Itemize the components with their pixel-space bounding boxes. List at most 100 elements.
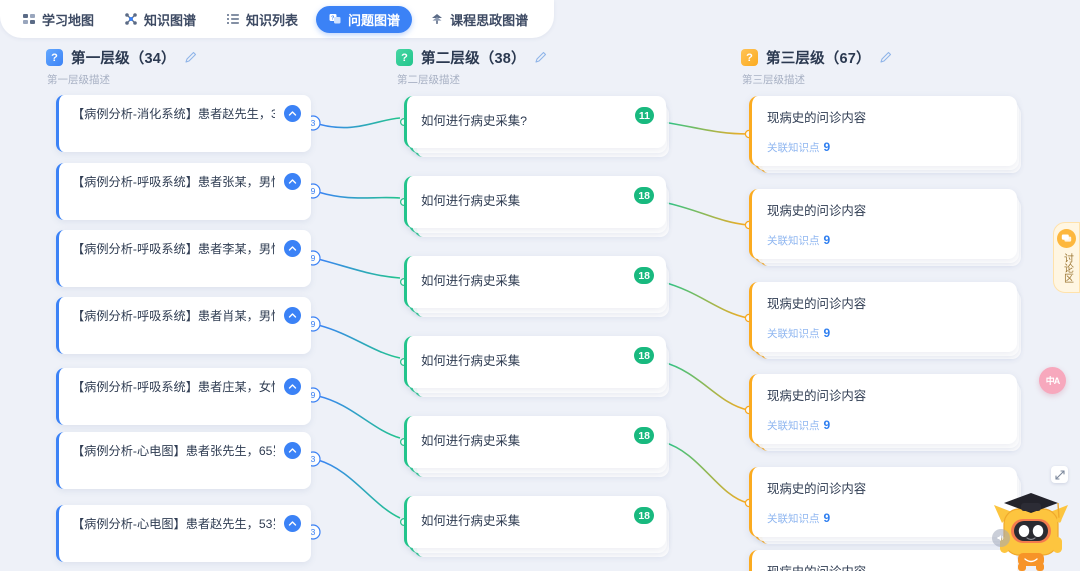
speaker-icon[interactable]	[992, 529, 1010, 547]
level2-node[interactable]: 如何进行病史采集 18	[404, 336, 669, 397]
case-card[interactable]: 【病例分析-消化系统】患者赵先生，39岁...	[56, 95, 311, 152]
collapse-chevron-up-icon[interactable]	[284, 105, 301, 122]
column-description: 第二层级描述	[397, 74, 460, 86]
level2-node[interactable]: 如何进行病史采集 18	[404, 496, 669, 557]
level1-node[interactable]: 【病例分析-呼吸系统】患者庄某，女性，...	[56, 368, 311, 425]
list-icon	[226, 12, 240, 26]
tab-learning-map[interactable]: 学习地图	[10, 6, 106, 33]
level1-node[interactable]: 【病例分析-呼吸系统】患者肖某，男性，...	[56, 297, 311, 354]
question-count-badge: 18	[634, 187, 654, 204]
level1-node[interactable]: 【病例分析-呼吸系统】患者李某，男性，...	[56, 230, 311, 287]
column-header-level3: ? 第三层级（67） 第三层级描述	[741, 47, 892, 87]
question-card[interactable]: 如何进行病史采集? 11	[404, 96, 666, 148]
question-card-stack[interactable]: 如何进行病史采集 18	[404, 176, 669, 237]
case-card[interactable]: 【病例分析-呼吸系统】患者庄某，女性，...	[56, 368, 311, 425]
edit-pencil-icon[interactable]	[534, 51, 547, 64]
translate-button[interactable]: 中A	[1039, 367, 1066, 394]
question-count-badge: 18	[634, 267, 654, 284]
edit-pencil-icon[interactable]	[879, 51, 892, 64]
question-marker-icon: ?	[46, 49, 63, 66]
kp-count: 9	[823, 233, 831, 247]
tab-knowledge-list[interactable]: 知识列表	[214, 6, 310, 33]
question-count-badge: 11	[634, 107, 654, 124]
edit-pencil-icon[interactable]	[184, 51, 197, 64]
tab-question-graph[interactable]: ? 问题图谱	[316, 5, 413, 33]
kp-count: 9	[823, 511, 831, 525]
question-count-badge: 18	[634, 347, 654, 364]
question-card[interactable]: 如何进行病史采集 18	[404, 496, 666, 548]
level2-node[interactable]: 如何进行病史采集? 11	[404, 96, 669, 157]
column-title: 第三层级（67）	[766, 51, 871, 67]
collapse-chevron-up-icon[interactable]	[284, 307, 301, 324]
tab-label: 问题图谱	[348, 12, 401, 28]
discussion-panel-tab[interactable]: 讨论区	[1053, 222, 1080, 293]
question-card-stack[interactable]: 如何进行病史采集? 11	[404, 96, 669, 157]
content-card-title: 现病史的问诊内容	[767, 111, 867, 125]
kp-label: 关联知识点	[767, 235, 820, 247]
level1-node[interactable]: 【病例分析-呼吸系统】患者张某，男性，...	[56, 163, 311, 220]
graduate-robot-mascot[interactable]	[988, 475, 1074, 571]
level1-node[interactable]: 【病例分析-消化系统】患者赵先生，39岁...	[56, 95, 311, 152]
expand-arrows-icon[interactable]	[1051, 466, 1068, 483]
case-card[interactable]: 【病例分析-呼吸系统】患者肖某，男性，...	[56, 297, 311, 354]
level1-node[interactable]: 【病例分析-心电图】患者赵先生，53岁，...	[56, 505, 311, 562]
case-card[interactable]: 【病例分析-心电图】患者赵先生，53岁，...	[56, 505, 311, 562]
tab-knowledge-graph[interactable]: 知识图谱	[112, 6, 208, 33]
node-graph-icon	[124, 12, 138, 26]
tab-ideology-graph[interactable]: 课程思政图谱	[418, 6, 540, 33]
kp-count: 9	[823, 418, 831, 432]
content-card-title: 现病史的问诊内容	[767, 389, 867, 403]
collapse-chevron-up-icon[interactable]	[284, 378, 301, 395]
level1-node[interactable]: 【病例分析-心电图】患者张先生，65岁，...	[56, 432, 311, 489]
question-card[interactable]: 如何进行病史采集 18	[404, 176, 666, 228]
content-card-title: 现病史的问诊内容	[767, 204, 867, 218]
level2-node[interactable]: 如何进行病史采集 18	[404, 256, 669, 317]
column-description: 第三层级描述	[742, 74, 805, 86]
case-card[interactable]: 【病例分析-呼吸系统】患者李某，男性，...	[56, 230, 311, 287]
case-card-title: 【病例分析-心电图】患者张先生，65岁，...	[72, 444, 275, 458]
kp-label: 关联知识点	[767, 328, 820, 340]
case-card-title: 【病例分析-呼吸系统】患者庄某，女性，...	[72, 380, 275, 394]
collapse-chevron-up-icon[interactable]	[284, 240, 301, 257]
question-card[interactable]: 如何进行病史采集 18	[404, 416, 666, 468]
collapse-chevron-up-icon[interactable]	[284, 173, 301, 190]
level2-node[interactable]: 如何进行病史采集 18	[404, 176, 669, 237]
collapse-chevron-up-icon[interactable]	[284, 515, 301, 532]
collapse-chevron-up-icon[interactable]	[284, 442, 301, 459]
question-card-stack[interactable]: 如何进行病史采集 18	[404, 336, 669, 397]
question-card-stack[interactable]: 如何进行病史采集 18	[404, 416, 669, 477]
case-card[interactable]: 【病例分析-心电图】患者张先生，65岁，...	[56, 432, 311, 489]
case-card[interactable]: 【病例分析-呼吸系统】患者张某，男性，...	[56, 163, 311, 220]
question-card-stack[interactable]: 如何进行病史采集 18	[404, 256, 669, 317]
question-card[interactable]: 如何进行病史采集 18	[404, 336, 666, 388]
level2-node[interactable]: 如何进行病史采集 18	[404, 416, 669, 477]
question-card[interactable]: 如何进行病史采集 18	[404, 256, 666, 308]
question-card-stack[interactable]: 如何进行病史采集 18	[404, 496, 669, 557]
tab-label: 学习地图	[42, 12, 95, 28]
chat-bubble-icon	[1057, 229, 1076, 248]
